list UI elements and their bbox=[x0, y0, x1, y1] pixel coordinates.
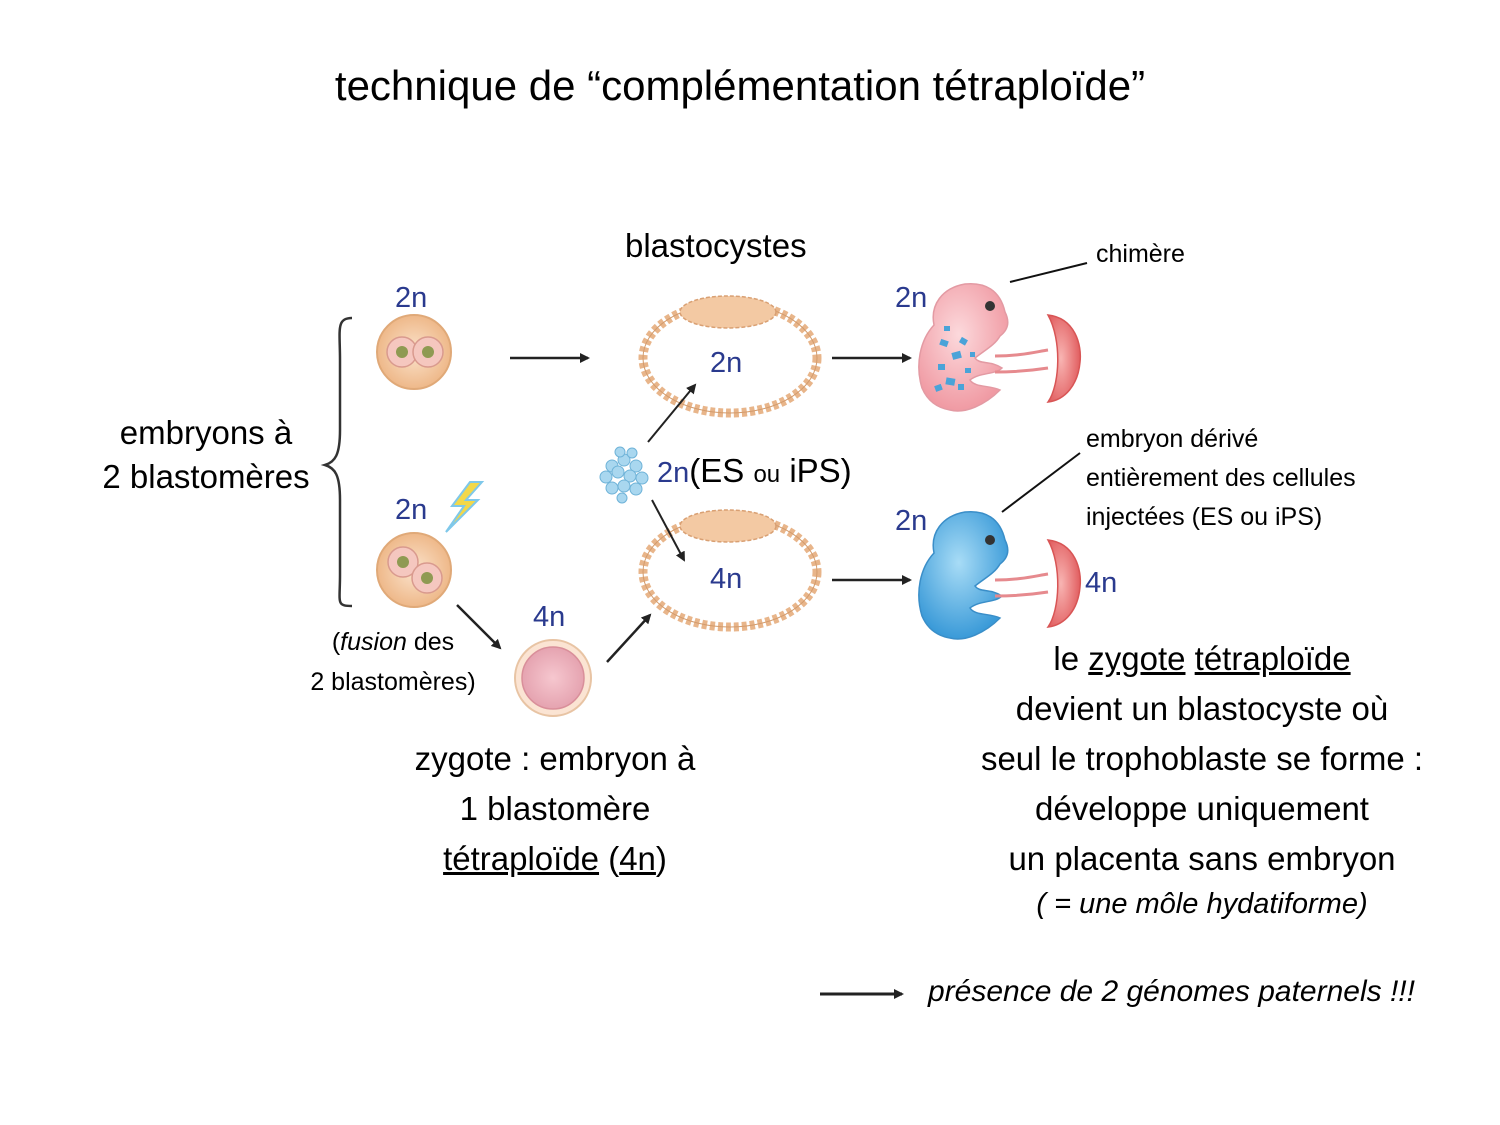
ploidy-label-chimera: 2n bbox=[895, 282, 928, 314]
ploidy-label-top-embryo: 2n bbox=[395, 282, 428, 314]
arrow-fusion-to-zygote bbox=[456, 604, 502, 650]
embryos-label-line2: 2 blastomères bbox=[102, 457, 310, 495]
derived-line3: injectées (ES ou iPS) bbox=[1086, 503, 1323, 531]
zygote-line1: zygote : embryon à bbox=[414, 740, 696, 777]
right-line1-c bbox=[1185, 640, 1194, 677]
chimera-embryo bbox=[918, 282, 1082, 412]
ploidy-label-placenta: 4n bbox=[1085, 567, 1118, 599]
blastocysts-label: blastocystes bbox=[625, 227, 807, 264]
es-ips-open: (ES bbox=[689, 452, 754, 489]
fusion-label: (fusion des 2 blastomères) bbox=[290, 622, 496, 702]
fusion-line2: 2 blastomères) bbox=[310, 668, 476, 696]
arrow-es-to-top-blastocyst bbox=[647, 383, 697, 443]
es-ips-close: iPS) bbox=[780, 452, 852, 489]
zygote-line3-c: 4n bbox=[619, 840, 656, 877]
zygote-description: zygote : embryon à 1 blastomère tétraplo… bbox=[355, 734, 755, 884]
placenta-top bbox=[1046, 314, 1082, 403]
fusion-open: ( bbox=[331, 628, 341, 656]
derived-line1: embryon dérivé bbox=[1086, 425, 1259, 453]
page-title: technique de “complémentation tétraploïd… bbox=[334, 62, 1146, 109]
es-ips-ploidy: 2n bbox=[657, 457, 690, 489]
right-line1-d: tétraploïde bbox=[1194, 640, 1351, 677]
right-line1-a: le bbox=[1053, 640, 1089, 677]
embryos-label-line1: embryons à bbox=[119, 414, 293, 451]
es-ips-label: 2n(ES ou iPS) bbox=[657, 452, 852, 490]
zygote-line3-b: ( bbox=[599, 840, 620, 877]
derived-embryo bbox=[918, 510, 1082, 640]
right-line2: devient un blastocyste où bbox=[1015, 690, 1389, 727]
tetraploid-zygote bbox=[514, 639, 592, 717]
placenta-bottom bbox=[1046, 539, 1082, 628]
arrow-zygote-to-blastocyst bbox=[606, 613, 652, 663]
brace bbox=[320, 316, 353, 608]
ploidy-label-blastocyst-top: 2n bbox=[710, 347, 743, 379]
zygote-line3-a: tétraploïde bbox=[443, 840, 600, 877]
es-ips-cell-cluster bbox=[599, 446, 649, 504]
fusion-rest: des bbox=[406, 628, 455, 656]
two-cell-embryo-top bbox=[376, 314, 452, 390]
ploidy-label-derived: 2n bbox=[895, 505, 928, 537]
lightning-icon bbox=[445, 481, 485, 533]
derived-embryo-label: embryon dérivé entièrement des cellules … bbox=[1086, 420, 1356, 537]
derived-line2: entièrement des cellules bbox=[1086, 464, 1356, 492]
two-cell-embryo-bottom bbox=[376, 532, 452, 608]
embryos-label: embryons à 2 blastomères bbox=[88, 414, 324, 496]
legend-text: présence de 2 génomes paternels !!! bbox=[928, 975, 1415, 1008]
fusion-word: fusion bbox=[340, 628, 407, 656]
es-ips-ou: ou bbox=[753, 461, 781, 488]
right-line3: seul le trophoblaste se forme : bbox=[980, 740, 1424, 777]
zygote-line3-d: ) bbox=[655, 840, 667, 877]
ploidy-label-zygote: 4n bbox=[533, 601, 566, 633]
right-line1-b: zygote bbox=[1088, 640, 1186, 677]
arrow-es-to-bottom-blastocyst bbox=[651, 499, 685, 562]
ploidy-label-bottom-embryo: 2n bbox=[395, 494, 428, 526]
right-line5: un placenta sans embryon bbox=[1008, 840, 1396, 877]
chimera-pointer-line bbox=[1009, 262, 1088, 283]
ploidy-label-blastocyst-bottom: 4n bbox=[710, 563, 743, 595]
derived-pointer-line bbox=[1001, 452, 1081, 513]
right-line4: développe uniquement bbox=[1035, 790, 1369, 827]
blastocyst-bottom bbox=[638, 509, 822, 632]
zygote-line2: 1 blastomère bbox=[459, 790, 651, 827]
right-line6: ( = une môle hydatiforme) bbox=[1036, 888, 1368, 920]
chimera-label: chimère bbox=[1096, 240, 1185, 268]
right-description: le zygote tétraploïde devient un blastoc… bbox=[940, 634, 1464, 924]
